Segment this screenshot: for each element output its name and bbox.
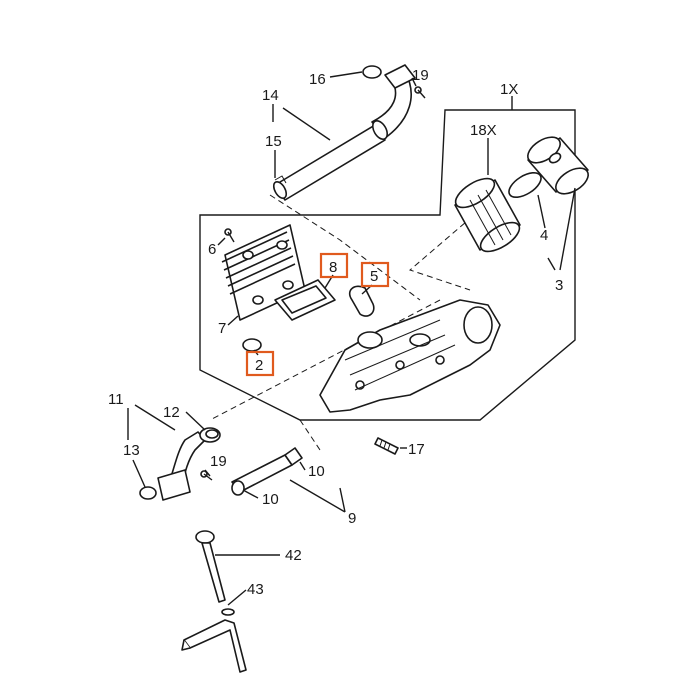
callout-19-upper: 19: [412, 67, 429, 84]
filter-cap-3: [527, 136, 589, 195]
callout-19-lower: 19: [210, 453, 227, 470]
callout-10-upper: 10: [308, 463, 325, 480]
leader-line-4: [537, 194, 546, 229]
seal-43: [221, 608, 235, 616]
callout-42: 42: [285, 547, 302, 564]
gasket-8: [274, 279, 336, 321]
callout-12: 12: [163, 404, 180, 421]
dipstick-42: [195, 530, 226, 603]
leader-line-9: [289, 479, 346, 513]
callout-2: 2: [255, 357, 263, 374]
highlight-box-2: [245, 350, 275, 377]
callout-1x: 1X: [500, 81, 518, 98]
oil-filter-housing: [319, 299, 501, 413]
alignment-line: [209, 299, 441, 421]
alignment-line: [409, 209, 481, 291]
oil-pipe-9: [231, 447, 303, 496]
leader-line-7: [227, 315, 239, 326]
oring-4: [508, 171, 542, 199]
leader-line-16: [329, 71, 363, 78]
leader-line-11: [127, 404, 176, 440]
oil-filter-element-18x: [454, 177, 521, 253]
dipstick-tube: [181, 619, 247, 673]
callout-9: 9: [348, 510, 356, 527]
callout-6: 6: [208, 241, 216, 258]
leader-line-12: [185, 411, 206, 431]
alignment-line: [269, 194, 421, 301]
bolt-19-upper: [414, 86, 426, 99]
leader-line-19-upper: [411, 77, 417, 87]
callout-5: 5: [370, 268, 378, 285]
seal-ring-2: [242, 338, 262, 352]
bolt-19-lower: [200, 470, 213, 481]
callout-15: 15: [265, 133, 282, 150]
callout-43: 43: [247, 581, 264, 598]
callout-8: 8: [329, 259, 337, 276]
callout-18x: 18X: [470, 122, 497, 139]
gasket-5: [348, 285, 375, 317]
assembly-boundary-1x: [199, 109, 576, 421]
callout-10-lower: 10: [262, 491, 279, 508]
seal-ring-13: [139, 486, 157, 500]
highlight-box-5: [360, 261, 390, 288]
callout-4: 4: [540, 227, 548, 244]
bolt-6: [224, 228, 235, 243]
leader-line-43: [227, 589, 247, 606]
callout-7: 7: [218, 320, 226, 337]
leader-line-14: [272, 104, 331, 141]
leader-line-6: [217, 237, 226, 246]
callout-16: 16: [309, 71, 326, 88]
leader-line-10-lower: [242, 489, 259, 499]
highlight-box-8: [319, 252, 349, 279]
callout-11: 11: [108, 391, 124, 408]
callout-14: 14: [262, 87, 279, 104]
callout-3: 3: [555, 277, 563, 294]
leader-line-10-upper: [299, 461, 306, 471]
alignment-line: [299, 419, 321, 451]
callout-13: 13: [123, 442, 140, 459]
seal-ring-16: [362, 65, 382, 79]
pipe-14: [272, 64, 416, 201]
seal-ring-12: [205, 429, 219, 439]
bolt-17: [374, 437, 399, 455]
callout-17: 17: [408, 441, 425, 458]
leader-line-13: [132, 459, 146, 488]
leader-line-3: [547, 187, 576, 271]
clip-15: [274, 175, 287, 184]
leader-line-19-lower: [204, 469, 211, 477]
